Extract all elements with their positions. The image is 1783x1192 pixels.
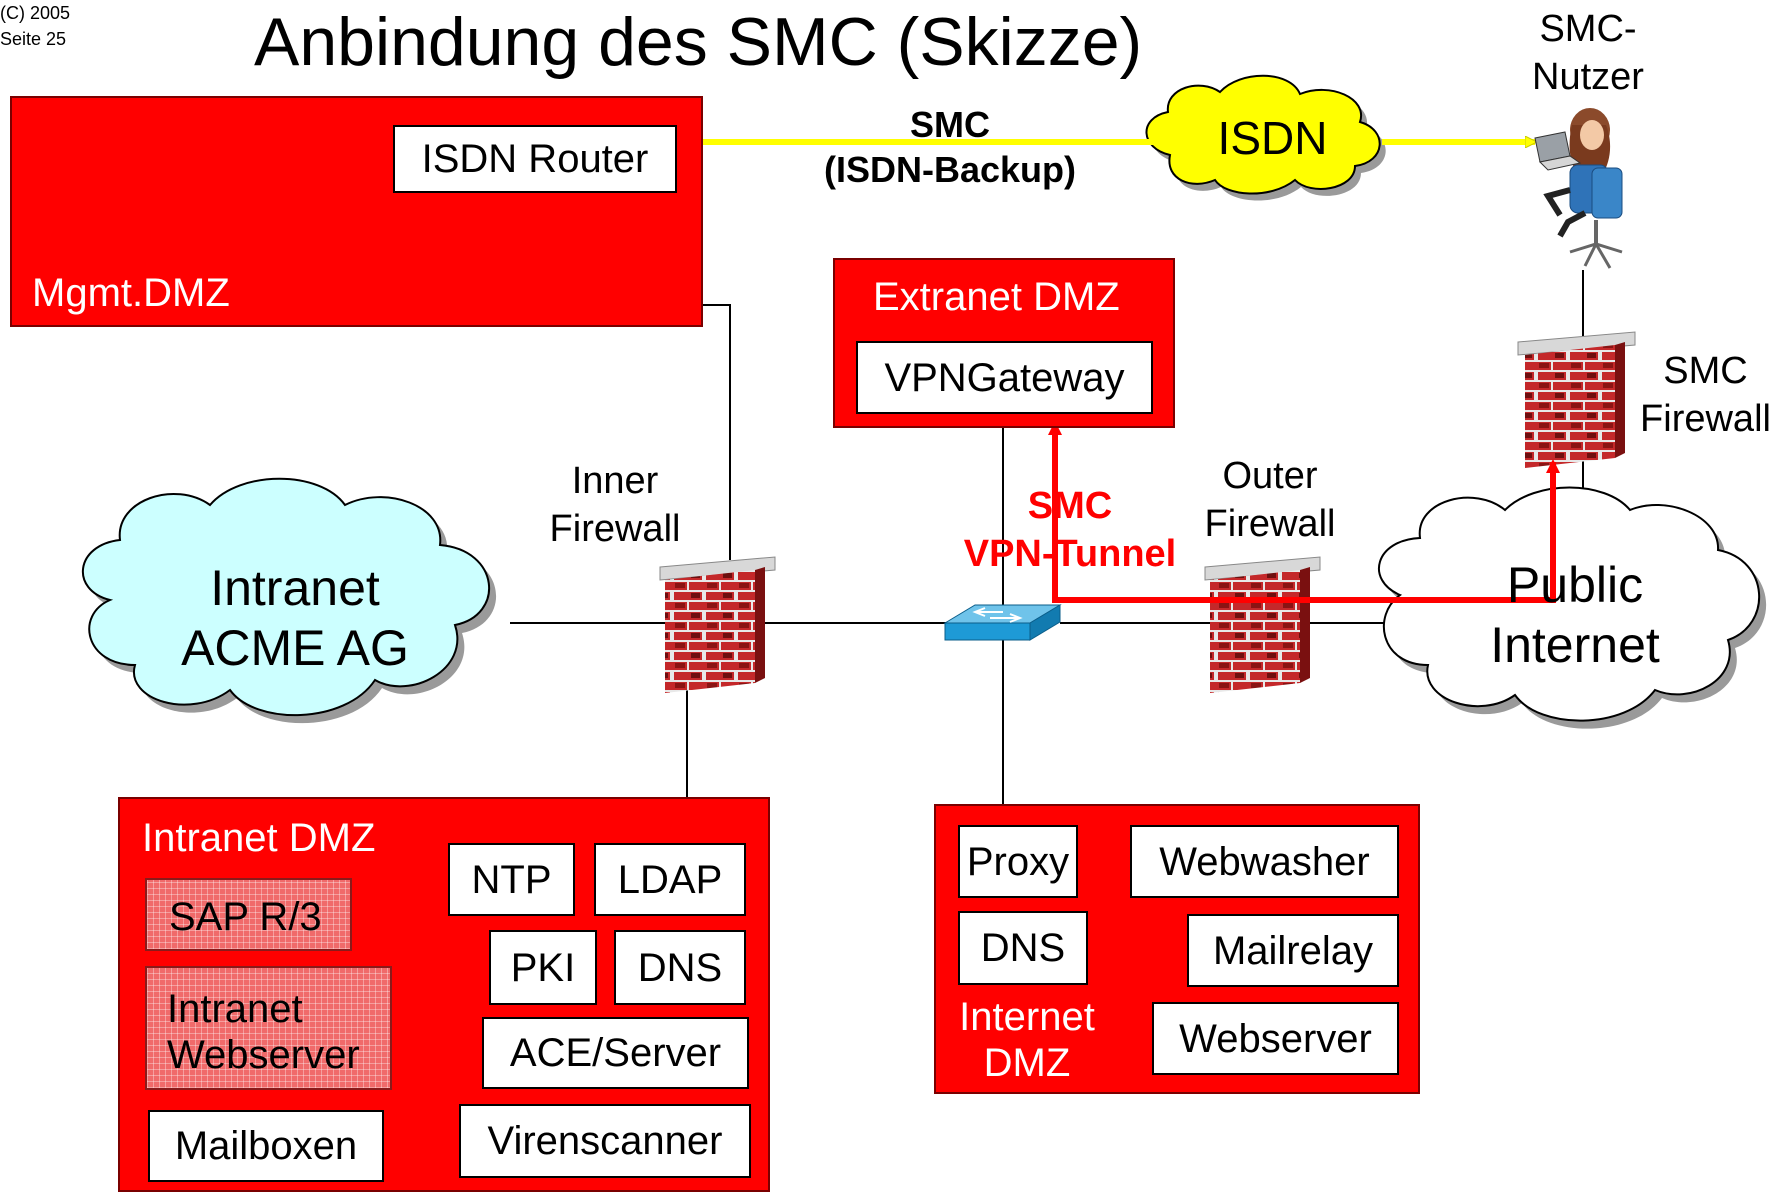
inner-firewall bbox=[659, 556, 776, 693]
page-number: Seite 25 bbox=[0, 29, 67, 49]
webwasher-box: Webwasher bbox=[1130, 825, 1399, 898]
ldap-box: LDAP bbox=[594, 843, 746, 916]
virenscanner-box: Virenscanner bbox=[459, 1104, 751, 1178]
sap-r3-box: SAP R/3 bbox=[145, 878, 352, 951]
connection-lines bbox=[510, 270, 1584, 804]
proxy-box: Proxy bbox=[958, 825, 1078, 898]
isdn-cloud bbox=[1145, 74, 1386, 201]
isdn-cloud-label: ISDN bbox=[1217, 112, 1328, 164]
pki-box: PKI bbox=[489, 930, 597, 1005]
ace-server-box: ACE/Server bbox=[482, 1017, 749, 1089]
dns-box-intranet: DNS bbox=[614, 930, 746, 1005]
mgmt-dmz-label: Mgmt.DMZ bbox=[32, 271, 230, 315]
intranet-dmz-label: Intranet DMZ bbox=[142, 816, 376, 860]
isdn-link-label: SMC(ISDN-Backup) bbox=[823, 104, 1077, 190]
ntp-box: NTP bbox=[448, 843, 575, 916]
smc-firewall bbox=[1517, 331, 1636, 468]
intranet-cloud bbox=[82, 477, 497, 724]
vpn-tunnel-path bbox=[1052, 432, 1556, 603]
extranet-dmz-label: Extranet DMZ bbox=[873, 275, 1120, 319]
mailboxen-box: Mailboxen bbox=[148, 1110, 384, 1182]
network-switch-icon bbox=[943, 604, 1062, 641]
page-title: Anbindung des SMC (Skizze) bbox=[254, 4, 1143, 80]
outer-firewall bbox=[1204, 556, 1321, 693]
webserver-box-internet: Webserver bbox=[1152, 1002, 1399, 1075]
internet-cloud bbox=[1377, 486, 1767, 729]
smc-user-icon bbox=[1534, 108, 1623, 269]
dns-box-internet: DNS bbox=[958, 911, 1088, 985]
vpn-gateway-box: VPNGateway bbox=[856, 341, 1153, 414]
mailrelay-box: Mailrelay bbox=[1187, 914, 1399, 987]
isdn-router-box: ISDN Router bbox=[393, 125, 677, 193]
smc-user-label: SMC-Nutzer bbox=[1532, 8, 1644, 98]
mgmt-to-inner-firewall-line bbox=[702, 304, 731, 560]
copyright-note: (C) 2005 bbox=[0, 3, 71, 23]
